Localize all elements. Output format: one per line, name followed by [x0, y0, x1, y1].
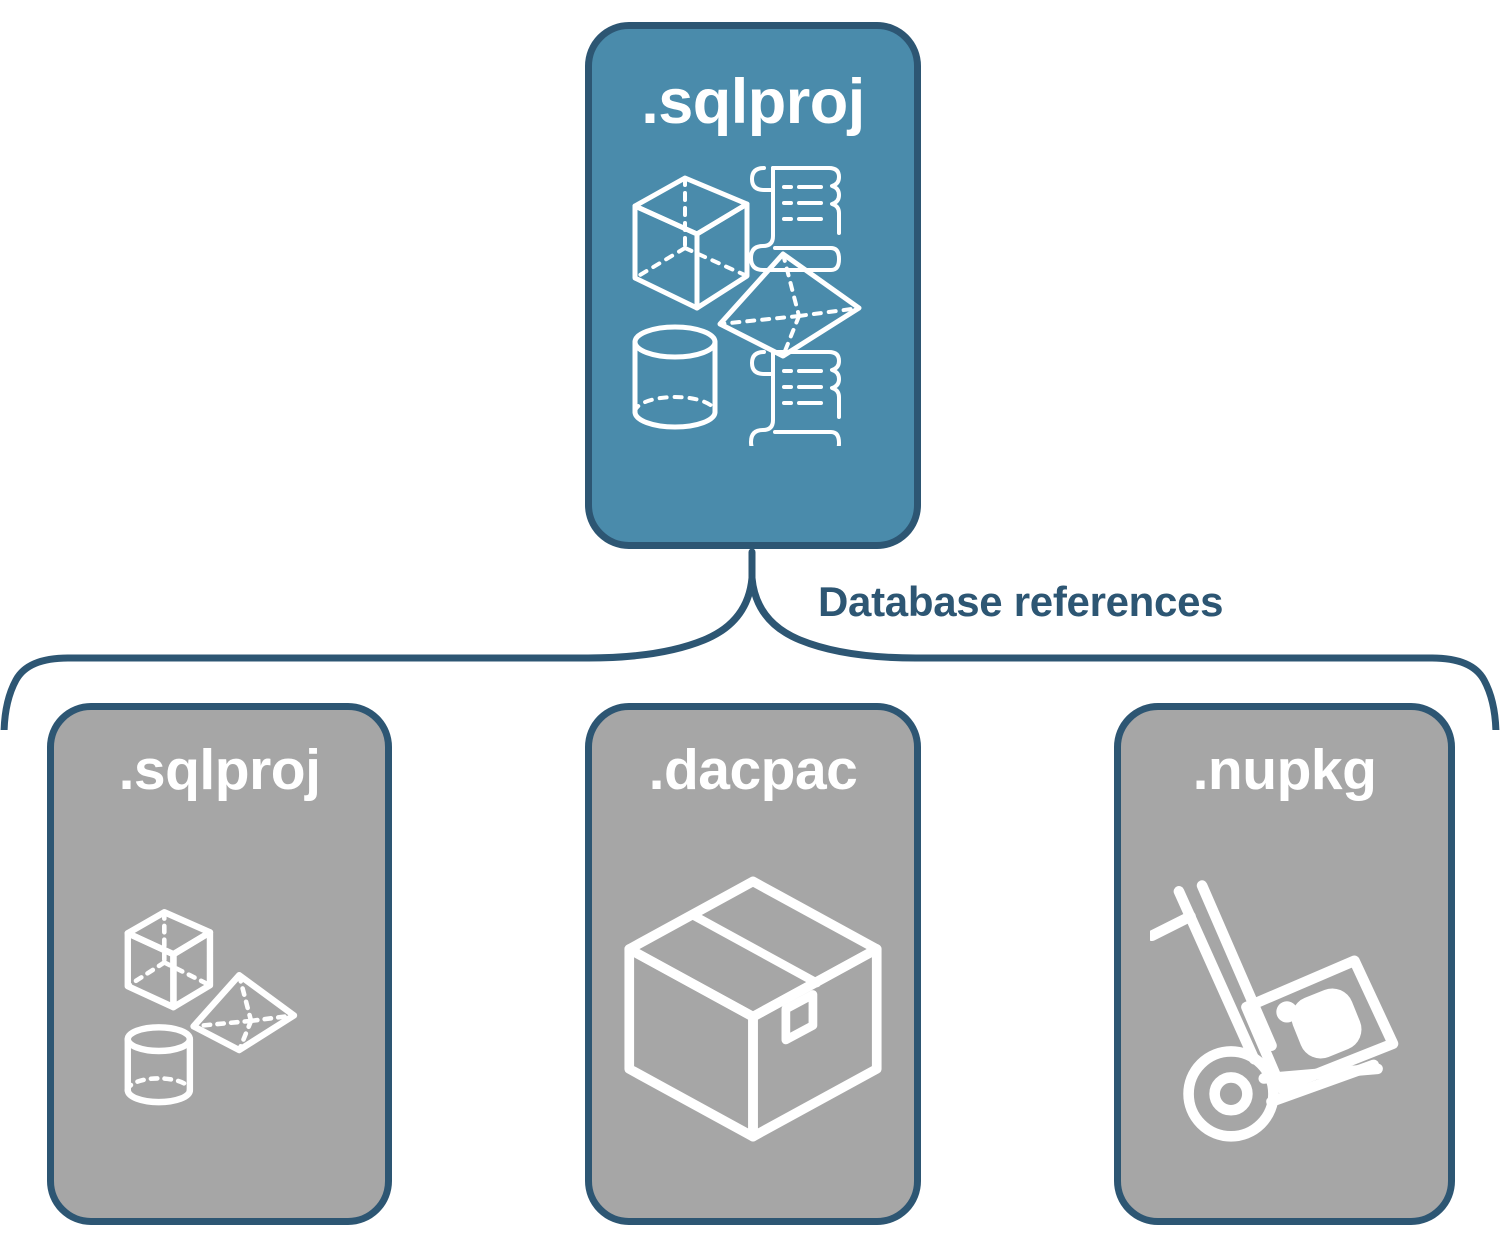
node-card-nupkg[interactable]: .nupkg: [1114, 703, 1455, 1225]
card-label: .dacpac: [648, 738, 858, 802]
node-card-sqlproj-ref[interactable]: .sqlproj: [47, 703, 392, 1225]
sqlproj-icon-group: [54, 799, 385, 1218]
hand-truck-package-icon: [1149, 879, 1398, 1142]
bracket-label: Database references: [818, 578, 1224, 625]
nupkg-icon-group: [1121, 799, 1448, 1218]
scroll-document-icon: [749, 350, 841, 456]
wireframe-pyramid-icon: [189, 971, 297, 1053]
card-label: .sqlproj: [118, 738, 321, 802]
root-icon-group: [623, 156, 883, 456]
shipping-box-icon: [624, 876, 882, 1141]
card-label: .nupkg: [1192, 738, 1377, 802]
database-references-bracket: [0, 548, 1500, 730]
wireframe-cylinder-icon: [632, 324, 718, 430]
node-card-sqlproj-root[interactable]: .sqlproj: [585, 22, 921, 549]
dacpac-icon-group: [592, 799, 914, 1218]
card-label: .sqlproj: [641, 67, 865, 137]
wireframe-pyramid-icon: [717, 251, 862, 359]
node-card-dacpac[interactable]: .dacpac: [585, 703, 921, 1225]
wireframe-cube-icon: [124, 908, 213, 1010]
scroll-document-icon: [749, 166, 841, 272]
wireframe-cube-icon: [632, 175, 750, 311]
wireframe-cylinder-icon: [124, 1023, 193, 1105]
